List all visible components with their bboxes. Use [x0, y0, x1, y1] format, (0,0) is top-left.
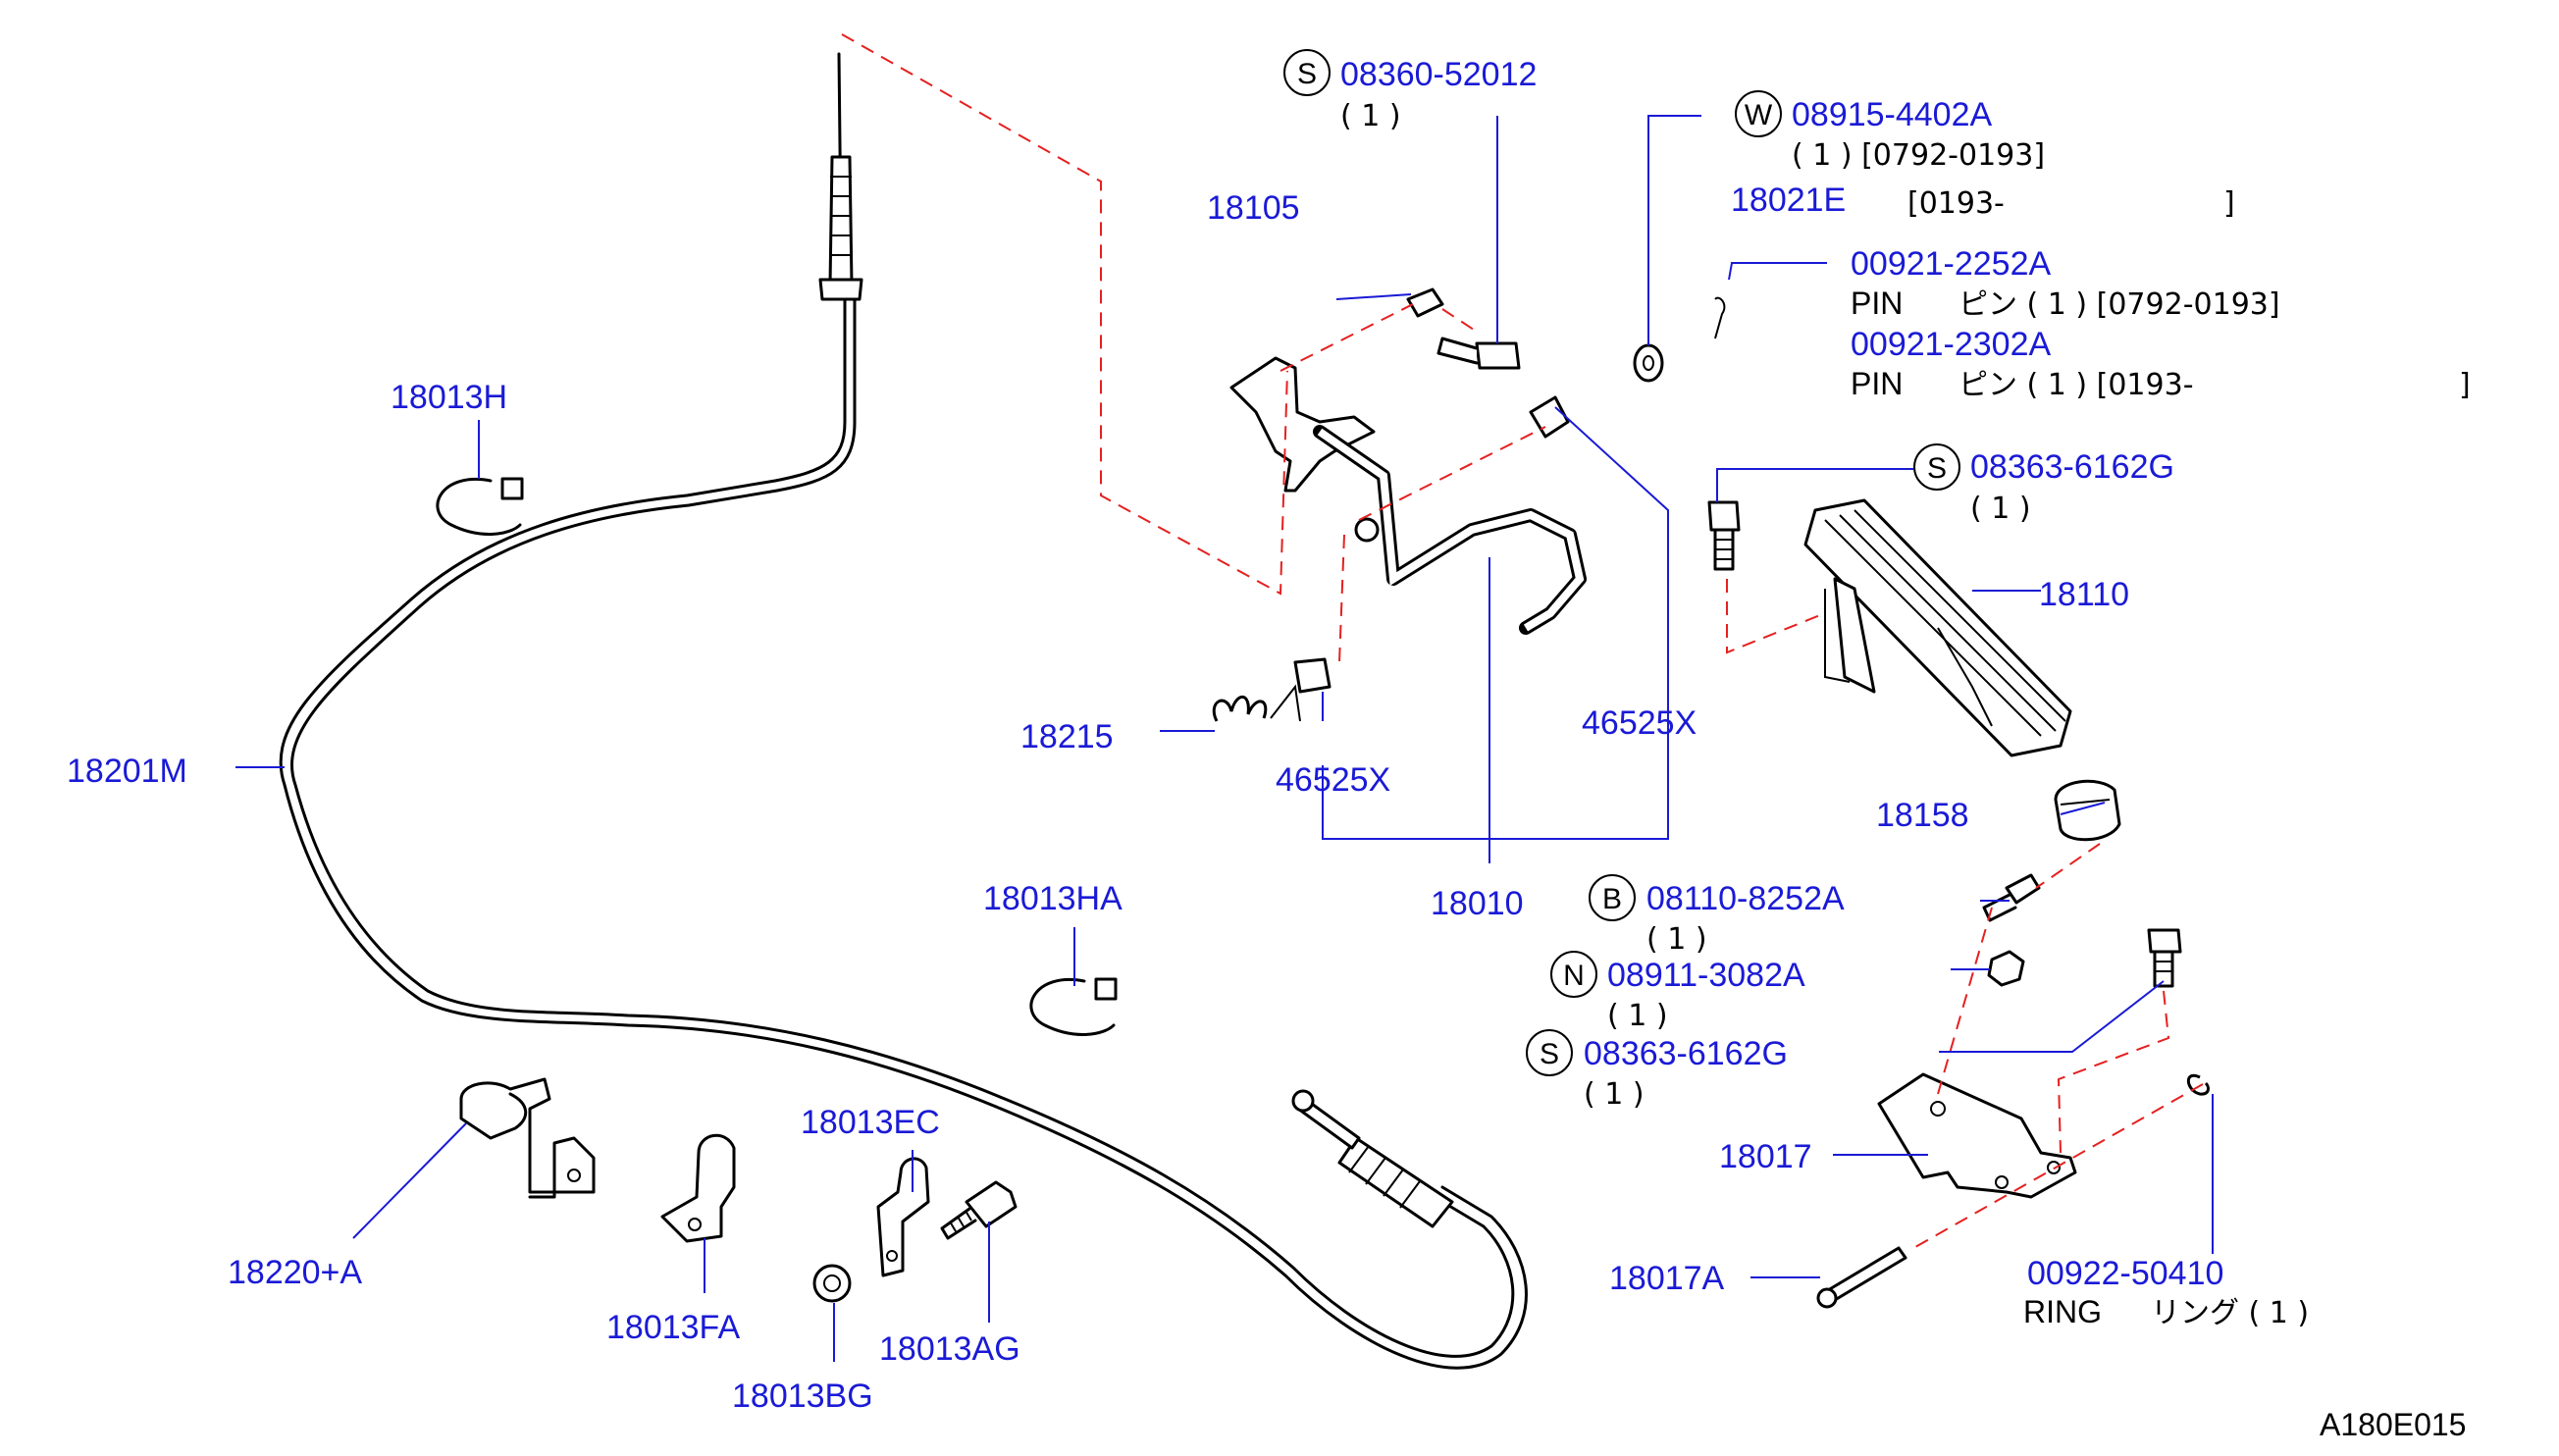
label-18013ec: 18013EC	[801, 1104, 940, 1141]
callout-texts: 08360-52012 ( 1 ) 08915-4402A ( 1 ) [079…	[1340, 56, 2471, 1330]
symbol-s3: S	[1540, 1038, 1559, 1070]
pin2-part: 00921-2302A	[1851, 326, 2052, 363]
nut-n-08911	[1987, 950, 2025, 987]
callout-symbols: S W S B N S	[1283, 49, 1960, 1076]
bushing-46525x-lower	[1293, 657, 1332, 694]
label-18013bg: 18013BG	[732, 1378, 873, 1415]
spring-18215	[1212, 684, 1301, 722]
label-18017a: 18017A	[1609, 1260, 1725, 1297]
clip-18013ha	[1029, 977, 1118, 1036]
callout-s2-qty: ( 1 )	[1970, 492, 2031, 526]
ring-name: RING	[2023, 1294, 2102, 1329]
callout-w1-part: 08915-4402A	[1792, 96, 1993, 133]
diagram-code: A180E015	[2320, 1407, 2466, 1442]
ring-part: 00922-50410	[2027, 1255, 2223, 1292]
label-18017: 18017	[1719, 1138, 1812, 1175]
part-labels: 18013H 18201M 18105 18215 46525X 46525X …	[67, 182, 2129, 1415]
callout-s3-part: 08363-6162G	[1584, 1035, 1788, 1072]
label-18201m: 18201M	[67, 753, 187, 790]
clip-18013h	[436, 477, 524, 536]
bolt-18013ag	[940, 1180, 1018, 1240]
label-46525x-lower: 46525X	[1276, 761, 1390, 799]
ring-desc: リング ( 1 )	[2151, 1296, 2309, 1330]
bolt-s-08363-upper	[1707, 500, 1741, 571]
pin-18017a	[1816, 1246, 1907, 1309]
label-18220a: 18220+A	[228, 1254, 362, 1291]
pin2-close: ]	[2459, 368, 2471, 402]
callout-n1-qty: ( 1 )	[1607, 999, 1668, 1033]
snap-ring-00922	[2186, 1073, 2210, 1096]
callout-b1-part: 08110-8252A	[1646, 880, 1845, 917]
clamp-18013fa	[660, 1133, 736, 1243]
label-46525x-upper: 46525X	[1582, 704, 1697, 742]
label-18013h: 18013H	[391, 379, 507, 416]
symbol-s1: S	[1297, 58, 1317, 90]
pin2-desc: ピン ( 1 ) [0193-	[1958, 368, 2194, 402]
assembly-lines	[841, 33, 2204, 1252]
label-18013fa: 18013FA	[606, 1309, 740, 1346]
bracket-18220a	[459, 1077, 596, 1199]
label-18105: 18105	[1207, 189, 1300, 227]
callout-s2-part: 08363-6162G	[1970, 448, 2174, 486]
pin1-part: 00921-2252A	[1851, 245, 2052, 283]
note-18021e-close: ]	[2223, 186, 2235, 221]
collar-18105	[1406, 287, 1444, 318]
label-18013ha: 18013HA	[983, 880, 1123, 917]
label-18013ag: 18013AG	[879, 1330, 1020, 1368]
bolt-s-08360	[1436, 337, 1521, 370]
callout-s3-qty: ( 1 )	[1584, 1077, 1645, 1112]
pin1-name: PIN	[1851, 286, 1903, 321]
callout-s1-part: 08360-52012	[1340, 56, 1537, 93]
stopper-18158	[2054, 779, 2121, 842]
label-18110: 18110	[2039, 576, 2129, 613]
note-18021e-range: [0193-	[1907, 186, 2005, 221]
label-18010: 18010	[1431, 885, 1524, 922]
cotter-pin	[1714, 296, 1726, 339]
pedal-pad-18110	[1803, 498, 2072, 757]
bracket-18017	[1877, 1072, 2077, 1199]
callout-b1-qty: ( 1 )	[1646, 922, 1707, 957]
clamp-18013ec	[876, 1157, 930, 1277]
pedal-lever-18010	[1229, 356, 1587, 635]
symbol-w1: W	[1745, 99, 1773, 131]
bolt-b-08110	[1982, 873, 2041, 922]
bushing-46525x-upper	[1529, 395, 1570, 439]
bolt-s-08363-lower	[2147, 928, 2182, 988]
symbol-s2: S	[1927, 452, 1947, 485]
label-18215: 18215	[1020, 718, 1114, 755]
accelerator-cable	[279, 52, 1528, 1370]
callout-s1-qty: ( 1 )	[1340, 99, 1401, 133]
callout-w1-qty: ( 1 ) [0792-0193]	[1792, 138, 2045, 173]
nut-18013bg	[812, 1264, 852, 1303]
label-18021e: 18021E	[1731, 182, 1846, 219]
pin1-desc: ピン ( 1 ) [0792-0193]	[1958, 287, 2280, 322]
label-18158: 18158	[1876, 797, 1969, 834]
callout-n1-part: 08911-3082A	[1607, 957, 1805, 994]
symbol-n1: N	[1563, 960, 1585, 992]
washer-08915	[1633, 343, 1664, 383]
pin2-name: PIN	[1851, 366, 1903, 401]
symbol-b1: B	[1602, 883, 1622, 915]
leader-lines	[235, 115, 2214, 1362]
